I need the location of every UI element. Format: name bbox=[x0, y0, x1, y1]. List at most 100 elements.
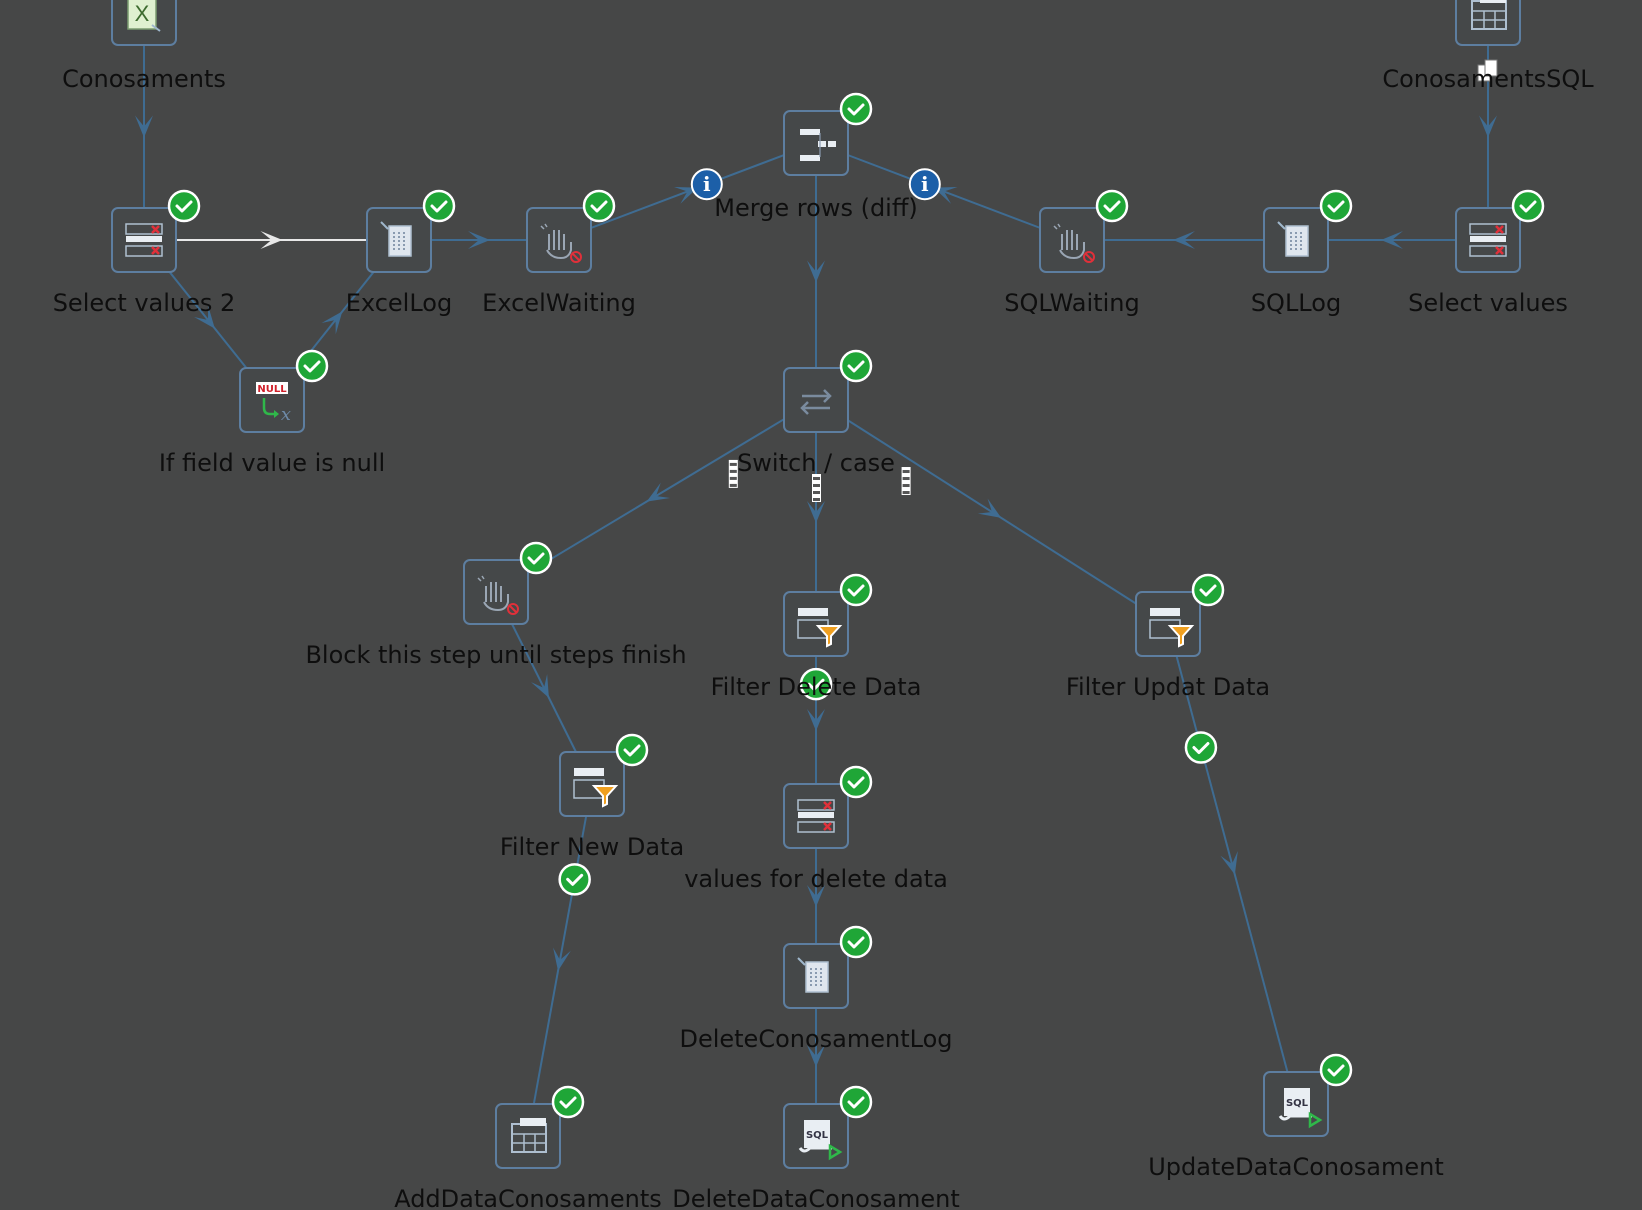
case-target-icon bbox=[812, 474, 821, 502]
case-target-icon bbox=[728, 459, 738, 488]
step-label: DeleteDataConosament bbox=[672, 1185, 959, 1210]
info-icon: i bbox=[908, 168, 941, 201]
hop-arrowhead bbox=[933, 186, 958, 204]
step-add-data[interactable]: AddDataConosaments bbox=[394, 1085, 662, 1210]
step-block-step[interactable]: Block this step until steps finish bbox=[305, 541, 687, 669]
step-label: AddDataConosaments bbox=[394, 1185, 662, 1210]
step-label: Conosaments bbox=[62, 65, 226, 93]
svg-text:i: i bbox=[703, 172, 711, 196]
hop-values-delete-to-delete-log[interactable] bbox=[807, 848, 825, 944]
log-icon bbox=[797, 957, 829, 993]
step-filter-update[interactable]: Filter Updat Data bbox=[1066, 573, 1270, 701]
hop-filter-new-to-add-data[interactable] bbox=[532, 815, 591, 1105]
step-filter-delete[interactable]: Filter Delete Data bbox=[711, 573, 922, 701]
step-delete-log[interactable]: DeleteConosamentLog bbox=[679, 925, 953, 1053]
step-icon-frame bbox=[495, 1103, 561, 1169]
svg-text:X: X bbox=[135, 1, 150, 26]
step-conosaments[interactable]: X Conosaments bbox=[62, 0, 226, 93]
step-ok-icon bbox=[422, 189, 456, 223]
step-merge-rows[interactable]: Merge rows (diff) bbox=[714, 92, 918, 222]
hop-switch-case-to-filter-delete[interactable] bbox=[807, 432, 825, 592]
step-ok-icon bbox=[167, 189, 201, 223]
step-label: Switch / case bbox=[737, 449, 895, 477]
step-ok-icon bbox=[839, 92, 873, 126]
step-ok-icon bbox=[519, 541, 553, 575]
hop-arrowhead bbox=[807, 501, 825, 523]
step-label: UpdateDataConosament bbox=[1148, 1153, 1444, 1181]
step-label: values for delete data bbox=[684, 865, 948, 893]
hop-sqllog-to-sqlwaiting[interactable] bbox=[1104, 231, 1264, 249]
blocking-step-icon bbox=[477, 575, 519, 615]
hop-select-values-to-sqllog[interactable] bbox=[1328, 231, 1456, 249]
svg-text:NULL: NULL bbox=[257, 384, 287, 395]
hop-excellog-to-excelwaiting[interactable] bbox=[431, 231, 527, 249]
step-icon-frame bbox=[1135, 591, 1201, 657]
info-icon: i bbox=[690, 168, 723, 201]
step-label: ConosamentsSQL bbox=[1382, 65, 1594, 93]
copy-rows-icon bbox=[1477, 59, 1498, 82]
hop-arrowhead bbox=[807, 1045, 825, 1067]
blocking-step-icon bbox=[1053, 223, 1095, 263]
step-label: ExcelWaiting bbox=[482, 289, 636, 317]
step-excellog[interactable]: ExcelLog bbox=[346, 189, 456, 317]
step-sqlwaiting[interactable]: SQLWaiting bbox=[1004, 189, 1140, 317]
step-ok-icon bbox=[839, 349, 873, 383]
hop-conosaments-to-select-values-2[interactable] bbox=[135, 45, 153, 208]
hop-ok-icon bbox=[1184, 731, 1218, 764]
step-label: ExcelLog bbox=[346, 289, 452, 317]
if-null-icon: NULL x bbox=[256, 382, 291, 425]
hop-block-step-to-filter-new[interactable] bbox=[511, 623, 577, 753]
step-label: Filter New Data bbox=[500, 833, 684, 861]
filter-rows-icon bbox=[573, 768, 619, 808]
hop-select-values-2-to-excellog[interactable] bbox=[176, 231, 367, 249]
blocking-step-icon bbox=[540, 223, 582, 263]
log-icon bbox=[380, 221, 412, 257]
step-filter-new[interactable]: Filter New Data bbox=[500, 733, 684, 861]
step-switch-case[interactable]: Switch / case bbox=[737, 349, 895, 477]
step-ok-icon bbox=[1319, 1053, 1353, 1087]
step-ok-icon bbox=[551, 1085, 585, 1119]
step-ok-icon bbox=[1095, 189, 1129, 223]
step-select-values[interactable]: Select values bbox=[1408, 189, 1568, 317]
step-excelwaiting[interactable]: ExcelWaiting bbox=[482, 189, 636, 317]
hop-arrowhead bbox=[321, 311, 343, 335]
hop-arrowhead bbox=[807, 885, 825, 907]
table-input-icon bbox=[1471, 0, 1507, 30]
hop-select-values-2-to-if-null[interactable] bbox=[168, 271, 248, 369]
step-select-values-2[interactable]: Select values 2 bbox=[53, 189, 236, 317]
step-ok-icon bbox=[295, 349, 329, 383]
select-values-icon bbox=[1469, 223, 1507, 257]
select-values-icon bbox=[125, 223, 163, 257]
step-label: Merge rows (diff) bbox=[714, 194, 918, 222]
hop-arrowhead bbox=[194, 305, 215, 329]
hop-arrowhead bbox=[1173, 231, 1195, 249]
hop-merge-rows-to-switch-case[interactable] bbox=[807, 175, 825, 368]
hop-arrowhead bbox=[807, 260, 825, 283]
svg-text:x: x bbox=[281, 404, 291, 425]
step-values-delete[interactable]: values for delete data bbox=[684, 765, 948, 893]
hop-switch-case-to-filter-update[interactable] bbox=[847, 419, 1137, 605]
hop-conosamentssql-to-select-values[interactable] bbox=[1477, 45, 1498, 208]
hop-arrowhead bbox=[468, 231, 490, 249]
hop-arrowhead bbox=[1479, 115, 1497, 138]
hop-arrowhead bbox=[1220, 851, 1238, 875]
hop-filter-update-to-update-data[interactable] bbox=[1175, 655, 1289, 1073]
case-target-icon bbox=[901, 467, 911, 496]
select-values-icon bbox=[797, 799, 835, 833]
step-ok-icon bbox=[839, 925, 873, 959]
hop-switch-case-to-block-step[interactable] bbox=[527, 418, 785, 574]
step-sqllog[interactable]: SQLLog bbox=[1251, 189, 1353, 317]
step-conosamentssql[interactable]: ConosamentsSQL bbox=[1382, 0, 1594, 93]
merge-rows-icon bbox=[800, 129, 836, 161]
steps-layer: X Conosaments ConosamentsSQL Select values … bbox=[53, 0, 1594, 1210]
hop-excelwaiting-to-merge-rows[interactable]: i bbox=[590, 154, 785, 229]
hop-delete-log-to-delete-data[interactable] bbox=[807, 1008, 825, 1104]
hop-filter-delete-to-values-delete[interactable] bbox=[799, 656, 833, 784]
step-icon-frame bbox=[783, 591, 849, 657]
hop-sqlwaiting-to-merge-rows[interactable]: i bbox=[847, 154, 1041, 229]
